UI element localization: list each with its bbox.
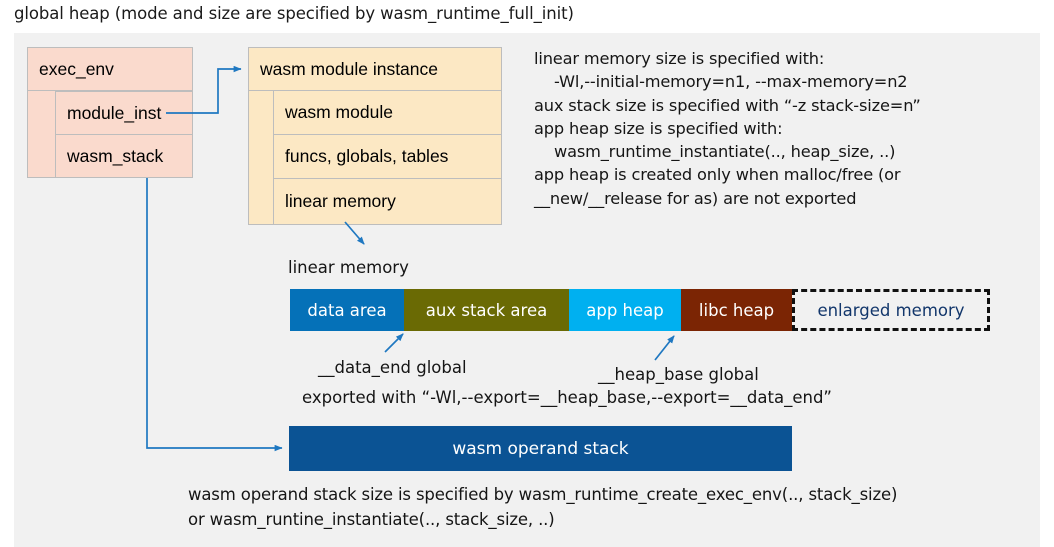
memory-segment-data-area-label: data area [307,300,387,320]
wasm-operand-stack-bar-label: wasm operand stack [452,438,629,459]
exec-env-field-module-inst-label: module_inst [67,102,162,123]
page-title: global heap (mode and size are specified… [14,4,574,23]
memory-segment-enlarged-memory-label: enlarged memory [817,300,965,320]
module-instance-field-wasm-module-label: wasm module [285,102,393,122]
exec-env-field-module-inst: module_inst [55,91,193,135]
exec-env-header: exec_env [27,47,193,91]
module-instance-field-funcs-globals-tables-label: funcs, globals, tables [285,146,449,166]
memory-segment-data-area[interactable]: data area [290,289,404,331]
memory-segment-app-heap-label: app heap [586,300,664,320]
linear-memory-bar-label: linear memory [288,258,409,277]
module-instance-header: wasm module instance [248,47,502,91]
annotation-heap-base: __heap_base global [598,365,759,384]
module-instance-field-linear-memory-label: linear memory [285,191,396,211]
linear-memory-bar: data area aux stack area app heap libc h… [290,289,990,331]
exec-env-header-label: exec_env [39,58,114,79]
module-instance-field-linear-memory: linear memory [273,178,502,225]
linear-memory-note: linear memory size is specified with: -W… [534,49,921,208]
memory-segment-libc-heap-label: libc heap [698,300,775,320]
annotation-exported-with: exported with “-Wl,--export=__heap_base,… [302,388,832,407]
exec-env-field-wasm-stack-label: wasm_stack [67,145,164,166]
memory-segment-enlarged-memory[interactable]: enlarged memory [792,289,990,331]
memory-segment-aux-stack-area-label: aux stack area [425,300,548,320]
module-instance-header-label: wasm module instance [260,58,438,79]
memory-segment-aux-stack-area[interactable]: aux stack area [404,289,569,331]
memory-segment-libc-heap[interactable]: libc heap [681,289,792,331]
memory-segment-app-heap[interactable]: app heap [569,289,681,331]
module-instance-field-wasm-module: wasm module [273,90,502,135]
wasm-operand-stack-bar[interactable]: wasm operand stack [289,426,792,471]
exec-env-field-wasm-stack: wasm_stack [55,134,193,178]
annotation-data-end: __data_end global [318,358,467,377]
module-instance-field-funcs-globals-tables: funcs, globals, tables [273,134,502,179]
operand-stack-note: wasm operand stack size is specified by … [188,485,898,529]
